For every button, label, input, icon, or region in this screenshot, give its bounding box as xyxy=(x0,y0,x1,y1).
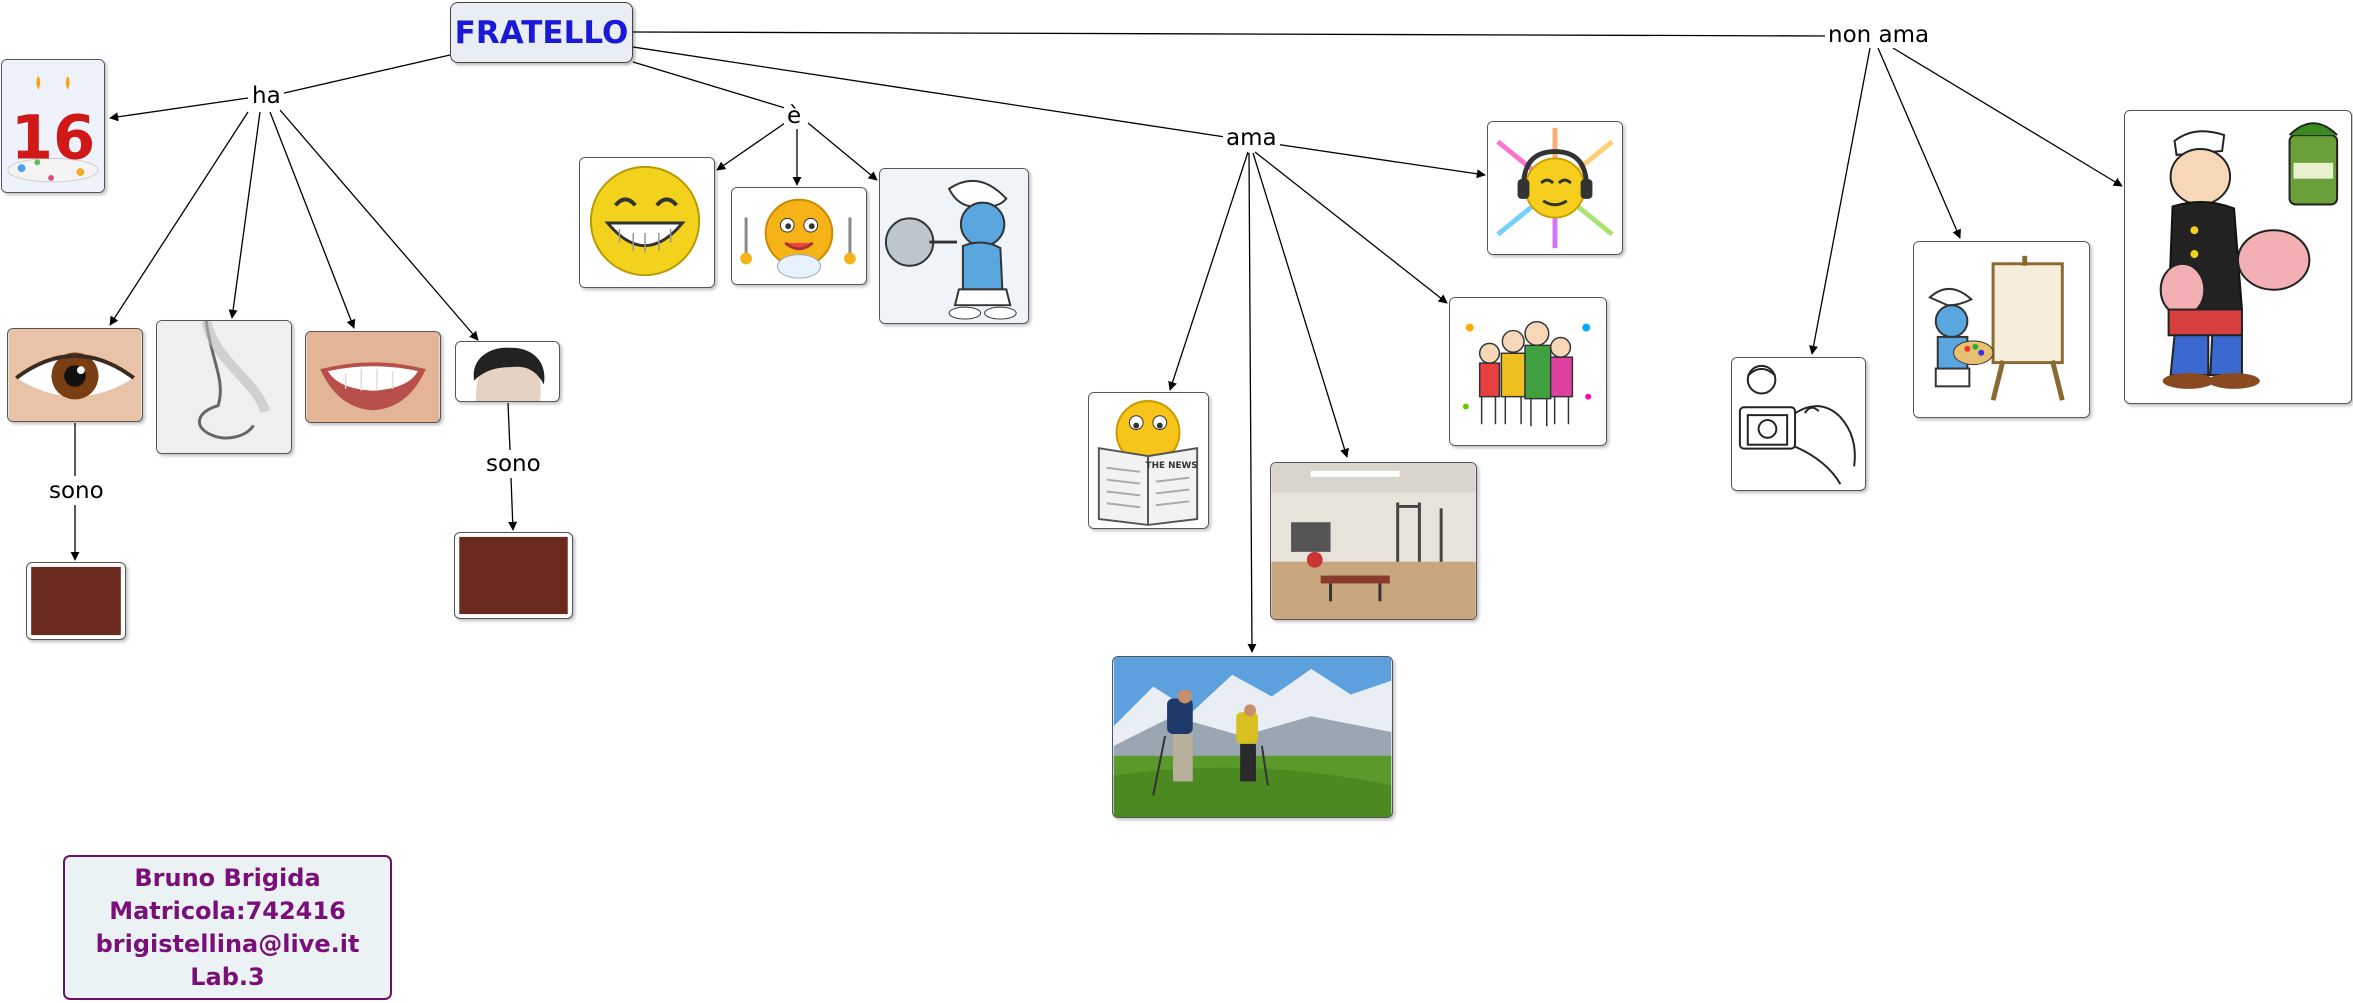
taking-photo-icon xyxy=(1732,358,1865,490)
arrow-ama-friends xyxy=(1254,151,1448,304)
gym-room-icon xyxy=(1271,463,1476,619)
music-headphones-smiley-icon xyxy=(1488,122,1622,254)
node-music[interactable] xyxy=(1487,121,1623,255)
author-info-card: Bruno Brigida Matricola:742416 brigistel… xyxy=(63,855,392,1000)
node-friends[interactable] xyxy=(1449,297,1607,446)
line-root-nonama xyxy=(632,31,1828,37)
relation-label-non-ama: non ama xyxy=(1825,22,1933,48)
node-news[interactable]: THE NEWS xyxy=(1088,392,1209,529)
arrow-nonama-spinach xyxy=(1892,47,2123,187)
svg-text:16: 16 xyxy=(11,103,96,173)
eye-icon xyxy=(8,329,142,421)
popeye-spinach-icon xyxy=(2125,111,2351,403)
relation-label-sono-eyes: sono xyxy=(46,478,107,504)
arrow-ha-nose xyxy=(228,111,261,319)
node-hiking[interactable] xyxy=(1112,656,1393,818)
arrow-nonama-painting xyxy=(1877,47,1961,239)
relation-label-ama: ama xyxy=(1223,125,1280,151)
arrow-ha-eye xyxy=(109,111,249,326)
nose-icon xyxy=(157,321,291,453)
line-root-ama xyxy=(632,46,1226,138)
strong-smurf-icon xyxy=(880,169,1028,323)
arrow-ha-age xyxy=(109,97,249,122)
birthday-16-candles-icon: 16 xyxy=(2,60,104,192)
node-brown-eyes[interactable] xyxy=(26,562,126,640)
author-email[interactable]: brigistellina@live.it xyxy=(95,929,360,958)
root-node-fratello[interactable]: FRATELLO xyxy=(450,2,633,63)
brown-swatch-icon xyxy=(459,536,568,615)
line-hair-sono xyxy=(507,402,511,451)
arrow-e-strong xyxy=(807,122,878,181)
node-eye[interactable] xyxy=(7,328,143,422)
node-nose[interactable] xyxy=(156,320,292,454)
arrow-ha-hair xyxy=(279,109,479,341)
grinning-smiley-icon xyxy=(580,158,714,287)
arrow-e-happy xyxy=(716,122,786,171)
node-spinach[interactable] xyxy=(2124,110,2352,404)
node-painting[interactable] xyxy=(1913,241,2090,418)
smiling-mouth-icon xyxy=(306,332,440,422)
mountain-hiking-icon xyxy=(1113,657,1392,817)
node-mouth[interactable] xyxy=(305,331,441,423)
svg-text:THE NEWS: THE NEWS xyxy=(1146,461,1198,471)
brown-swatch-icon xyxy=(31,566,121,636)
node-age-16[interactable]: 16 xyxy=(1,59,105,193)
author-lab: Lab.3 xyxy=(190,962,265,991)
line-root-ha xyxy=(279,54,451,95)
arrow-nonama-photo xyxy=(1809,47,1871,355)
author-matricola: Matricola:742416 xyxy=(109,896,346,925)
group-of-friends-icon xyxy=(1450,298,1606,445)
node-strong[interactable] xyxy=(879,168,1029,324)
node-happy[interactable] xyxy=(579,157,715,288)
hungry-smiley-icon xyxy=(732,188,866,284)
arrow-ama-gym xyxy=(1252,152,1349,458)
arrow-sono-brown-hair xyxy=(508,477,518,531)
newspaper-reading-smiley-icon: THE NEWS xyxy=(1089,393,1208,528)
relation-label-sono-hair: sono xyxy=(483,451,544,477)
arrow-ama-hiking xyxy=(1247,152,1257,653)
node-hungry[interactable] xyxy=(731,187,867,285)
relation-label-e: è xyxy=(784,103,805,129)
painter-smurf-icon xyxy=(1914,242,2089,417)
node-brown-hair[interactable] xyxy=(454,532,573,619)
relation-label-ha: ha xyxy=(249,83,284,109)
arrow-ama-news xyxy=(1168,151,1249,391)
node-gym[interactable] xyxy=(1270,462,1477,620)
arrow-ama-music xyxy=(1274,143,1486,179)
node-photo[interactable] xyxy=(1731,357,1866,491)
node-hair[interactable] xyxy=(455,341,560,402)
arrow-ha-mouth xyxy=(269,111,356,329)
short-hair-icon xyxy=(456,342,559,401)
line-root-e xyxy=(632,61,786,109)
author-name: Bruno Brigida xyxy=(134,863,321,892)
